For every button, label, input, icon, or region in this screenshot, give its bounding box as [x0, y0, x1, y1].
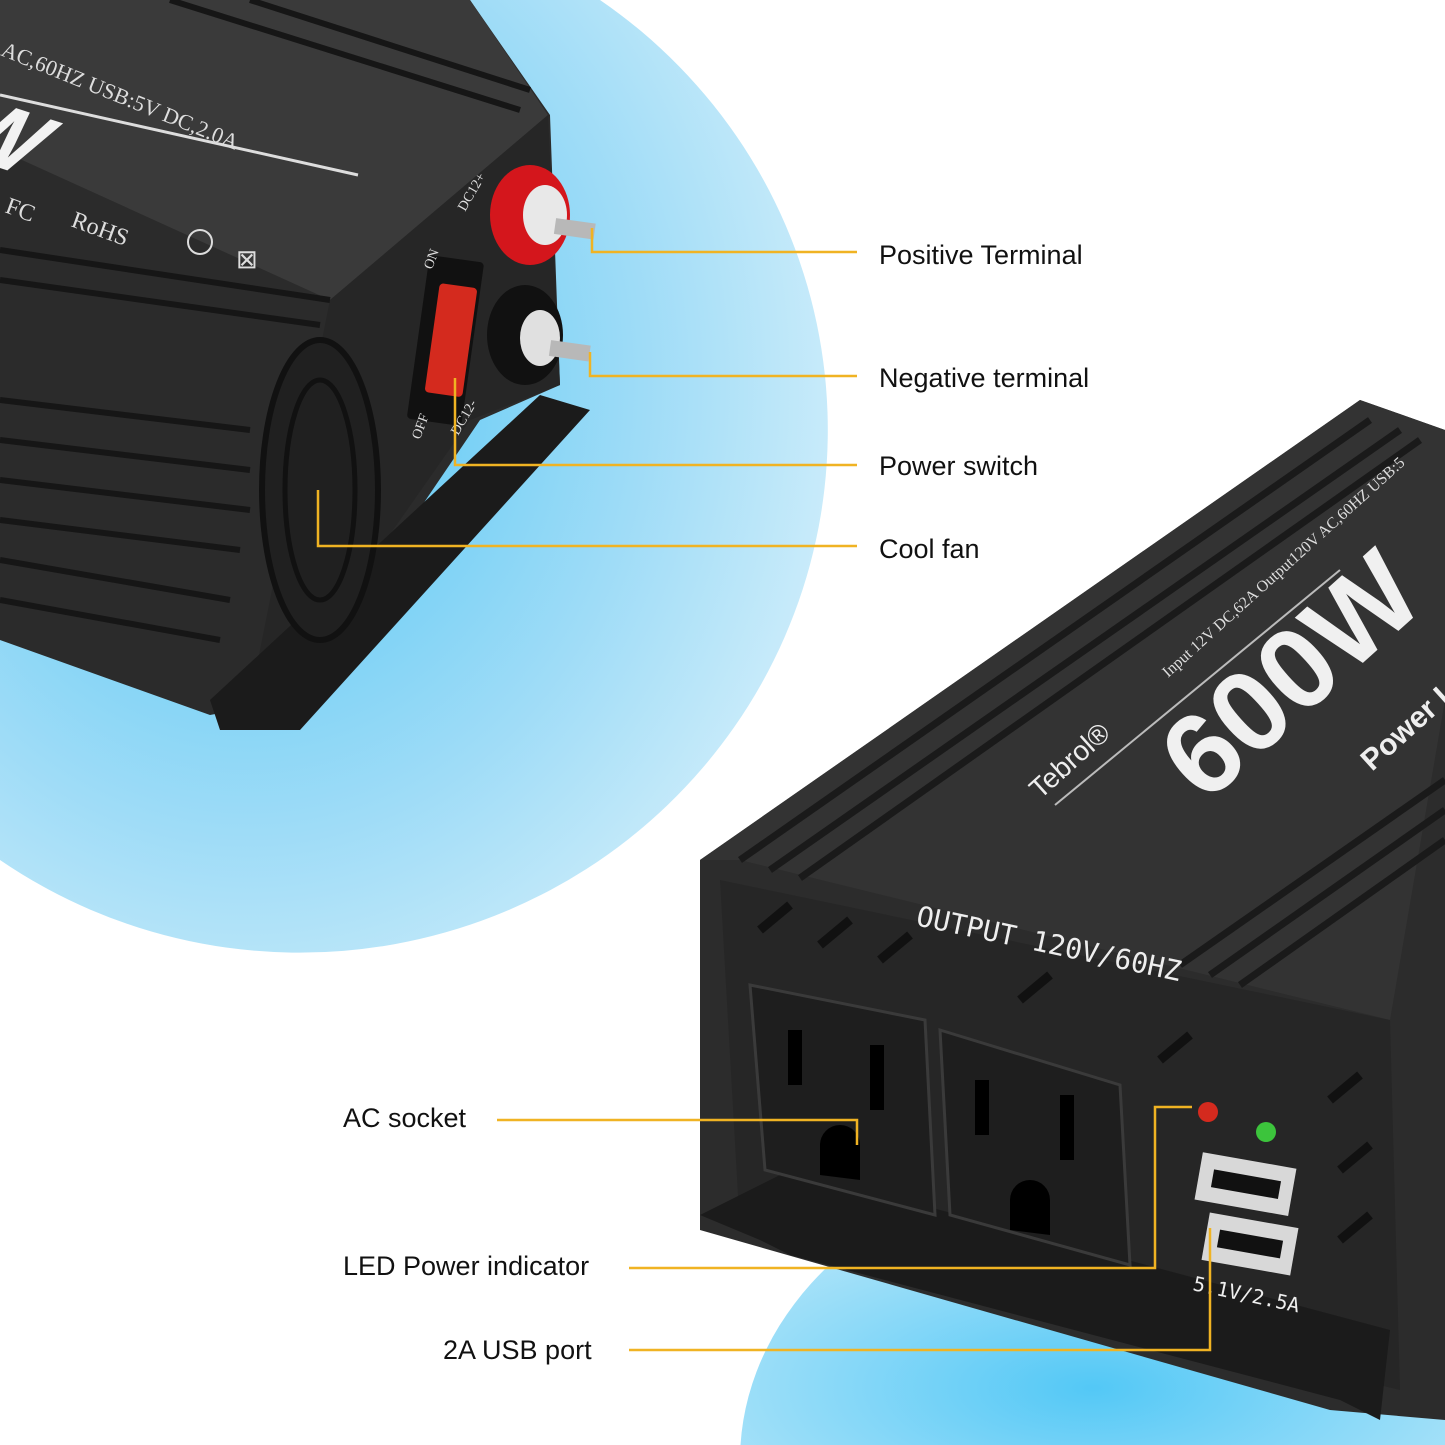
callout-line-positive	[590, 228, 857, 254]
led-green	[1256, 1122, 1276, 1142]
inverter-front-view: Tebrol® Input 12V DC,62A Output120V AC,6…	[700, 400, 1445, 1420]
label-usb-port: 2A USB port	[443, 1335, 592, 1365]
inverter-rear-view: AC,60HZ USB:5V DC,2.0A W FC RoHS ⊠ ON OF…	[0, 0, 596, 730]
label-led-indicator: LED Power indicator	[343, 1251, 589, 1281]
fan-grille	[259, 337, 381, 643]
led-red	[1198, 1102, 1218, 1122]
callout-line-fan	[316, 490, 857, 548]
label-power-switch: Power switch	[879, 451, 1038, 481]
label-cool-fan: Cool fan	[879, 534, 980, 564]
callout-lines	[316, 228, 1212, 1352]
recycle-icon	[187, 229, 213, 255]
callout-line-ac	[497, 1118, 859, 1145]
label-positive-terminal: Positive Terminal	[879, 240, 1083, 270]
label-ac-socket: AC socket	[343, 1103, 467, 1133]
callout-line-usb	[629, 1228, 1212, 1352]
switch-on-label: ON	[422, 247, 443, 271]
callout-line-negative	[588, 352, 857, 378]
label-negative-terminal: Negative terminal	[879, 363, 1089, 393]
callout-line-led	[629, 1105, 1192, 1270]
weee-icon: ⊠	[236, 244, 258, 274]
callout-line-switch	[453, 378, 857, 467]
